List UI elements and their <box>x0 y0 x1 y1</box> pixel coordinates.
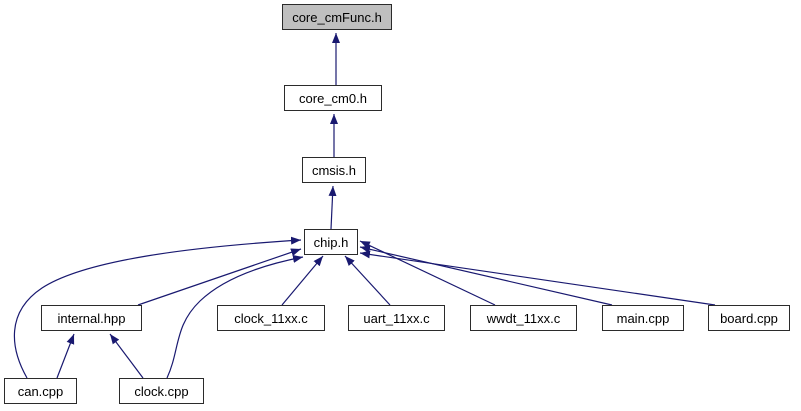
edge-can-to-internal <box>56 333 75 379</box>
node-main-cpp[interactable]: main.cpp <box>602 305 684 331</box>
node-chip-h[interactable]: chip.h <box>304 229 358 255</box>
node-cmsis-h[interactable]: cmsis.h <box>302 157 366 183</box>
node-board-cpp[interactable]: board.cpp <box>708 305 790 331</box>
node-uart-11xx-c[interactable]: uart_11xx.c <box>348 305 445 331</box>
node-clock-cpp[interactable]: clock.cpp <box>119 378 204 404</box>
edge-clock-to-internal <box>109 333 144 379</box>
edge-uart11xx-to-chip <box>344 255 391 306</box>
node-core-cm0-h[interactable]: core_cm0.h <box>284 85 382 111</box>
edge-can-to-chip <box>13 236 302 379</box>
edge-internal-to-chip <box>137 248 302 306</box>
node-core-cmfunc-h[interactable]: core_cmFunc.h <box>282 4 392 30</box>
edge-clock11xx-to-chip <box>281 255 324 306</box>
node-clock-11xx-c[interactable]: clock_11xx.c <box>217 305 325 331</box>
edge-clock-to-chip <box>166 254 304 379</box>
edge-chip-to-cmsis <box>328 185 337 230</box>
node-wwdt-11xx-c[interactable]: wwdt_11xx.c <box>470 305 577 331</box>
node-internal-hpp[interactable]: internal.hpp <box>41 305 142 331</box>
node-can-cpp[interactable]: can.cpp <box>4 378 77 404</box>
edge-main-to-chip <box>359 245 613 306</box>
edge-board-to-chip <box>359 250 716 306</box>
